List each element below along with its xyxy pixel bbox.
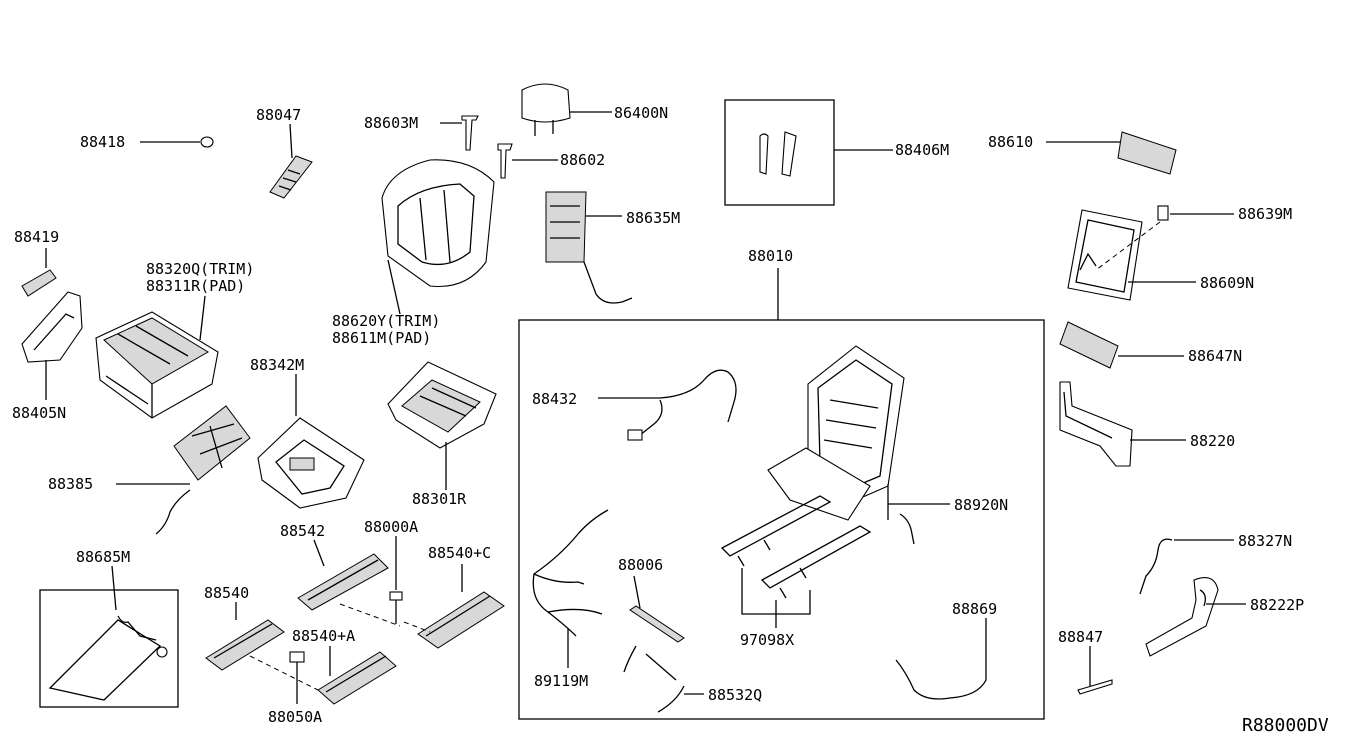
label-88047: 88047 <box>256 106 301 124</box>
part-88320Q-88311R[interactable] <box>95 295 219 419</box>
diagram-code: R88000DV <box>1242 715 1329 736</box>
part-88432[interactable] <box>598 369 737 441</box>
part-88327N[interactable] <box>1139 538 1234 595</box>
part-88635M[interactable] <box>545 191 633 304</box>
label-88006: 88006 <box>618 556 663 574</box>
part-88385[interactable] <box>116 405 251 535</box>
label-88540-A: 88540+A <box>292 627 355 645</box>
part-88620Y-88611M[interactable] <box>381 159 495 315</box>
part-88006[interactable] <box>629 575 685 643</box>
label-88542: 88542 <box>280 522 325 540</box>
label-88406M: 88406M <box>895 141 949 159</box>
part-88047[interactable] <box>269 123 313 199</box>
label-88540-C: 88540+C <box>428 544 491 562</box>
label-88609N: 88609N <box>1200 274 1254 292</box>
part-88418[interactable] <box>140 136 214 148</box>
part-88647N[interactable] <box>1059 321 1184 369</box>
label-88647N: 88647N <box>1188 347 1242 365</box>
label-88611M: 88611M(PAD) <box>332 329 431 347</box>
part-88869[interactable] <box>895 618 987 700</box>
part-88532Q[interactable] <box>623 645 704 713</box>
part-88000A[interactable] <box>389 536 403 624</box>
seat-frame-group-box <box>518 319 1045 720</box>
label-88419: 88419 <box>14 228 59 246</box>
label-88327N: 88327N <box>1238 532 1292 550</box>
part-88610[interactable] <box>1046 131 1177 175</box>
part-88419[interactable] <box>21 248 57 297</box>
part-97098X[interactable] <box>737 539 811 628</box>
part-88540-A[interactable] <box>317 646 397 705</box>
label-88532Q: 88532Q <box>708 686 762 704</box>
label-88685M: 88685M <box>76 548 130 566</box>
rail-dashed-guides <box>249 603 431 691</box>
part-88406M[interactable] <box>759 131 893 177</box>
label-88639M: 88639M <box>1238 205 1292 223</box>
part-88301R[interactable] <box>387 361 497 490</box>
part-88406M-box <box>724 99 835 206</box>
label-88000A: 88000A <box>364 518 418 536</box>
part-89119M[interactable] <box>532 509 609 668</box>
part-88542[interactable] <box>297 539 389 611</box>
label-88010: 88010 <box>748 247 793 265</box>
part-88220[interactable] <box>1059 381 1186 467</box>
label-88385: 88385 <box>48 475 93 493</box>
part-88540-C[interactable] <box>417 564 505 649</box>
part-88609N[interactable] <box>1067 209 1196 301</box>
label-88220: 88220 <box>1190 432 1235 450</box>
label-88603M: 88603M <box>364 114 418 132</box>
label-97098X: 97098X <box>740 631 794 649</box>
part-88639M[interactable] <box>1095 205 1234 271</box>
part-88342M[interactable] <box>257 374 365 509</box>
part-88010[interactable] <box>720 268 905 589</box>
label-88050A: 88050A <box>268 708 322 726</box>
part-88685M[interactable] <box>48 565 168 701</box>
label-88222P: 88222P <box>1250 596 1304 614</box>
label-88301R: 88301R <box>412 490 467 508</box>
part-88405N[interactable] <box>21 291 83 400</box>
label-88610: 88610 <box>988 133 1033 151</box>
label-88311R: 88311R(PAD) <box>146 277 245 295</box>
label-88405N: 88405N <box>12 404 66 422</box>
label-88602: 88602 <box>560 151 605 169</box>
part-88603M[interactable] <box>440 115 479 151</box>
part-86400N[interactable] <box>521 83 612 136</box>
label-86400N: 86400N <box>614 104 668 122</box>
part-88050A[interactable] <box>289 651 305 704</box>
part-88685M-box <box>39 589 179 708</box>
part-88540[interactable] <box>205 602 285 671</box>
label-88920N: 88920N <box>954 496 1008 514</box>
label-88540: 88540 <box>204 584 249 602</box>
label-88635M: 88635M <box>626 209 680 227</box>
label-88418: 88418 <box>80 133 125 151</box>
label-88847: 88847 <box>1058 628 1103 646</box>
label-88620Y: 88620Y(TRIM) <box>332 312 440 330</box>
part-88847[interactable] <box>1077 646 1113 695</box>
label-88320Q: 88320Q(TRIM) <box>146 260 254 278</box>
part-88602[interactable] <box>497 143 558 179</box>
part-88920N[interactable] <box>887 484 950 545</box>
label-88432: 88432 <box>532 390 577 408</box>
label-88342M: 88342M <box>250 356 304 374</box>
label-89119M: 89119M <box>534 672 588 690</box>
part-88222P[interactable] <box>1145 577 1246 657</box>
label-88869: 88869 <box>952 600 997 618</box>
